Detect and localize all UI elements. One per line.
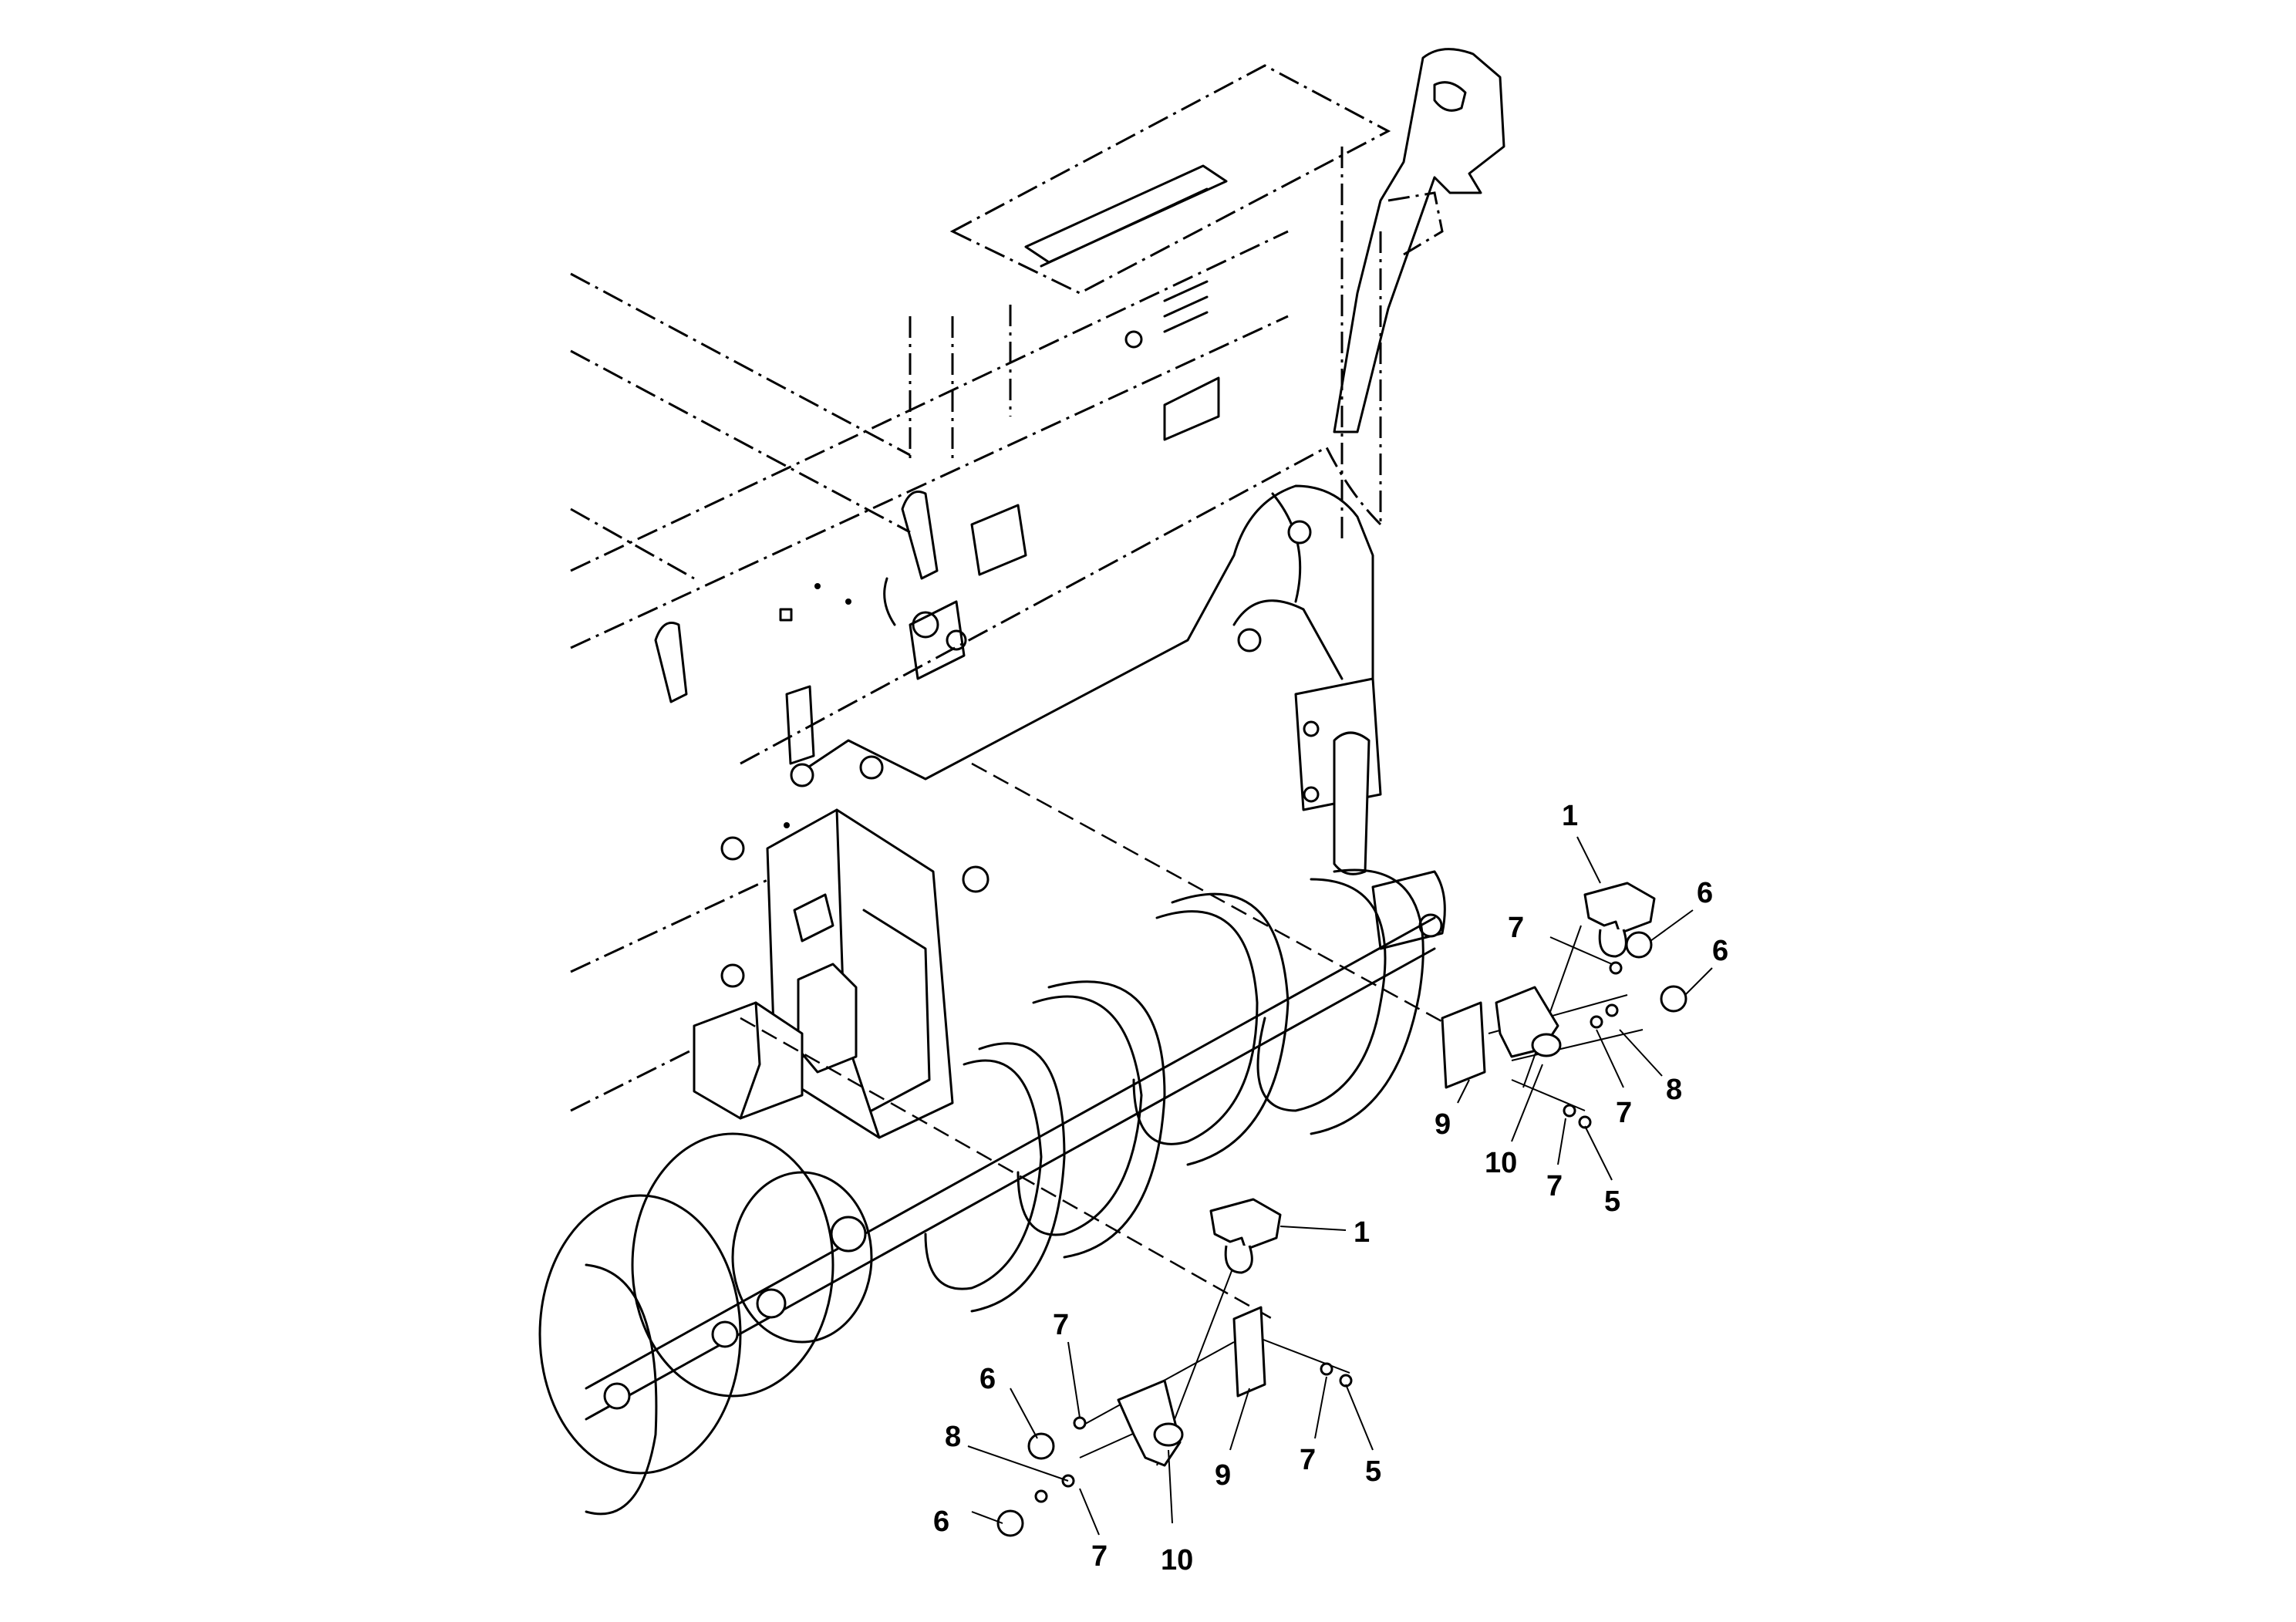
callout-8-upper: 8 <box>1666 1074 1682 1106</box>
callout-labels: 1 6 7 6 8 7 9 10 7 5 1 7 6 8 9 7 5 6 7 1… <box>933 800 1728 1576</box>
callout-6-upper-a: 6 <box>1697 877 1713 909</box>
callout-7-upper-b: 7 <box>1616 1097 1632 1129</box>
callout-7-lower-b: 7 <box>1300 1444 1316 1476</box>
callout-9-upper: 9 <box>1435 1108 1451 1141</box>
callout-1-lower: 1 <box>1354 1216 1370 1249</box>
knob-6-lower-b <box>996 1509 1024 1537</box>
callout-5-upper: 5 <box>1604 1185 1620 1218</box>
callout-7-upper-c: 7 <box>1546 1170 1563 1202</box>
callout-8-lower: 8 <box>945 1421 961 1453</box>
knob-6-lower-a <box>1027 1432 1055 1460</box>
clamp-1-lower <box>1209 1198 1282 1251</box>
callout-9-lower: 9 <box>1215 1459 1231 1492</box>
callout-5-lower: 5 <box>1365 1455 1381 1488</box>
knob-6-upper-a <box>1625 931 1653 959</box>
bracket-9-upper <box>1441 1001 1486 1089</box>
callout-6-lower-b: 6 <box>933 1506 949 1538</box>
parts-group-lower <box>996 1198 1353 1537</box>
callout-7-upper-a: 7 <box>1508 912 1524 944</box>
callout-6-upper-b: 6 <box>1712 935 1728 967</box>
clamp-1-upper <box>1583 882 1656 935</box>
knob-6-upper-b <box>1660 985 1687 1013</box>
callout-10-upper: 10 <box>1485 1147 1517 1179</box>
callout-6-lower-a: 6 <box>979 1363 996 1395</box>
callout-7-lower-c: 7 <box>1091 1540 1108 1573</box>
frame-bolts <box>720 520 1312 988</box>
machine-frame <box>570 48 1505 1139</box>
callout-leaders <box>967 836 1713 1536</box>
callout-10-lower: 10 <box>1161 1544 1193 1576</box>
bracket-9-lower <box>1232 1306 1266 1398</box>
parts-group-upper <box>1441 882 1687 1129</box>
callout-1-upper: 1 <box>1562 800 1578 832</box>
explode-lines <box>740 762 1644 1466</box>
auger-assembly <box>538 868 1436 1516</box>
callout-7-lower-a: 7 <box>1053 1309 1069 1341</box>
